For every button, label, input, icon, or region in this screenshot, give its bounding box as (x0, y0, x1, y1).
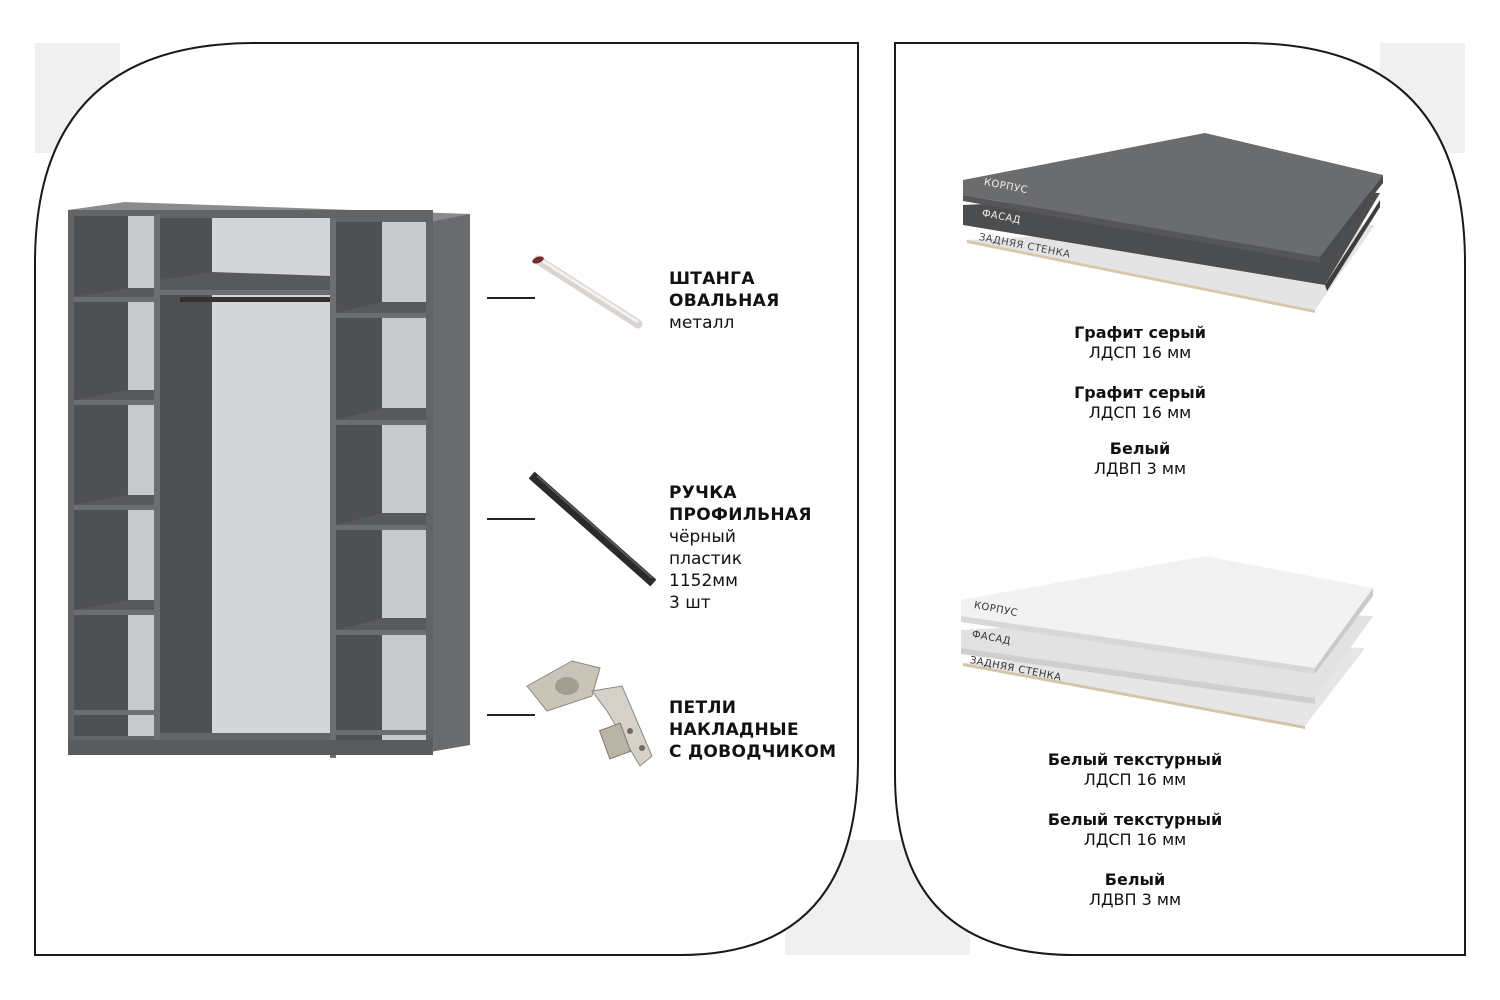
graphite-mat-2-spec: ЛДСП 16 мм (1088, 403, 1192, 422)
oval-rod-icon (532, 255, 643, 329)
rod-sub-1: металл (669, 313, 735, 333)
graphite-mat-2-name: Графит серый (1074, 383, 1206, 402)
accessory-rod-text: ШТАНГА ОВАЛЬНАЯ металл (669, 268, 780, 334)
wardrobe-illustration (68, 202, 470, 758)
handle-sub-3: 1152мм (669, 571, 738, 591)
accessory-hinge-text: ПЕТЛИ НАКЛАДНЫЕ С ДОВОДЧИКОМ (669, 697, 836, 763)
white-mat-1-name: Белый текстурный (1047, 750, 1223, 769)
hinge-title-1: ПЕТЛИ (669, 698, 737, 718)
white-mat-1-spec: ЛДСП 16 мм (1083, 770, 1187, 789)
white-mat-3-name: Белый (1104, 870, 1166, 889)
profile-handle-icon (528, 471, 657, 587)
handle-title-2: ПРОФИЛЬНАЯ (669, 505, 812, 525)
handle-sub-4: 3 шт (669, 593, 711, 613)
leader-line-hinge (487, 714, 535, 716)
handle-sub-1: чёрный (669, 527, 736, 547)
rod-title-2: ОВАЛЬНАЯ (669, 291, 780, 311)
graphite-mat-1-name: Графит серый (1074, 323, 1206, 342)
handle-sub-2: пластик (669, 549, 742, 569)
leader-line-handle (487, 518, 535, 520)
hinge-icon (526, 660, 653, 767)
hinge-title-3: С ДОВОДЧИКОМ (669, 742, 837, 762)
graphite-mat-3-name: Белый (1109, 439, 1171, 458)
white-sheets-illustration (961, 556, 1373, 729)
graphite-mat-3-spec: ЛДВП 3 мм (1093, 459, 1187, 478)
hinge-title-2: НАКЛАДНЫЕ (669, 720, 799, 740)
graphite-sheets-illustration (963, 133, 1383, 313)
white-mat-2-spec: ЛДСП 16 мм (1083, 830, 1187, 849)
leader-line-rod (487, 297, 535, 299)
graphite-materials: Графит серый ЛДСП 16 мм Графит серый ЛДС… (1010, 323, 1270, 479)
white-mat-2-name: Белый текстурный (1047, 810, 1223, 829)
handle-title-1: РУЧКА (669, 483, 737, 503)
rod-title-1: ШТАНГА (669, 269, 755, 289)
white-materials: Белый текстурный ЛДСП 16 мм Белый тексту… (1005, 750, 1265, 910)
graphite-mat-1-spec: ЛДСП 16 мм (1088, 343, 1192, 362)
white-mat-3-spec: ЛДВП 3 мм (1088, 890, 1182, 909)
accessory-handle-text: РУЧКА ПРОФИЛЬНАЯ чёрный пластик 1152мм 3… (669, 482, 812, 614)
